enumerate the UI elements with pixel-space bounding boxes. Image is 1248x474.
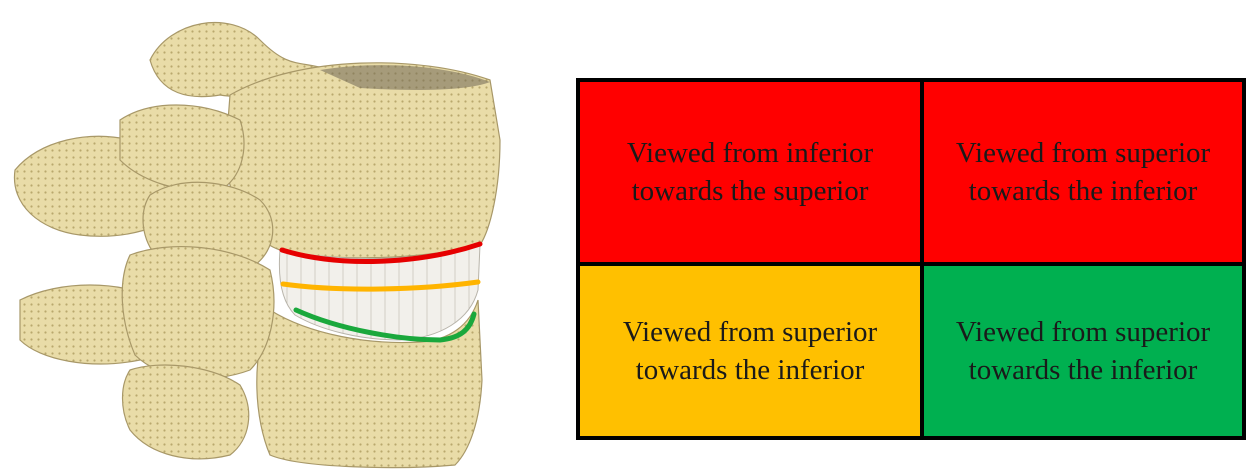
cell-bottom-right-line1: Viewed from superior: [956, 313, 1210, 351]
cell-top-right: Viewed from superior towards the inferio…: [924, 82, 1242, 262]
lower-pedicle-shape: [122, 247, 274, 379]
view-direction-table: Viewed from inferior towards the superio…: [576, 78, 1246, 440]
vertebra-model-figure: [0, 0, 540, 474]
cell-bottom-left-line2: towards the inferior: [623, 351, 877, 389]
cell-bottom-left: Viewed from superior towards the inferio…: [580, 266, 920, 436]
cell-bottom-left-line1: Viewed from superior: [623, 313, 877, 351]
cell-top-left-line1: Viewed from inferior: [627, 134, 873, 172]
cell-top-right-line1: Viewed from superior: [956, 134, 1210, 172]
cell-top-left: Viewed from inferior towards the superio…: [580, 82, 920, 262]
vertebra-model-svg: [0, 0, 540, 474]
cell-bottom-right-line2: towards the inferior: [956, 351, 1210, 389]
cell-top-left-line2: towards the superior: [627, 172, 873, 210]
cell-bottom-right: Viewed from superior towards the inferio…: [924, 266, 1242, 436]
cell-top-right-line2: towards the inferior: [956, 172, 1210, 210]
lower-spinous-process-shape: [123, 365, 249, 459]
